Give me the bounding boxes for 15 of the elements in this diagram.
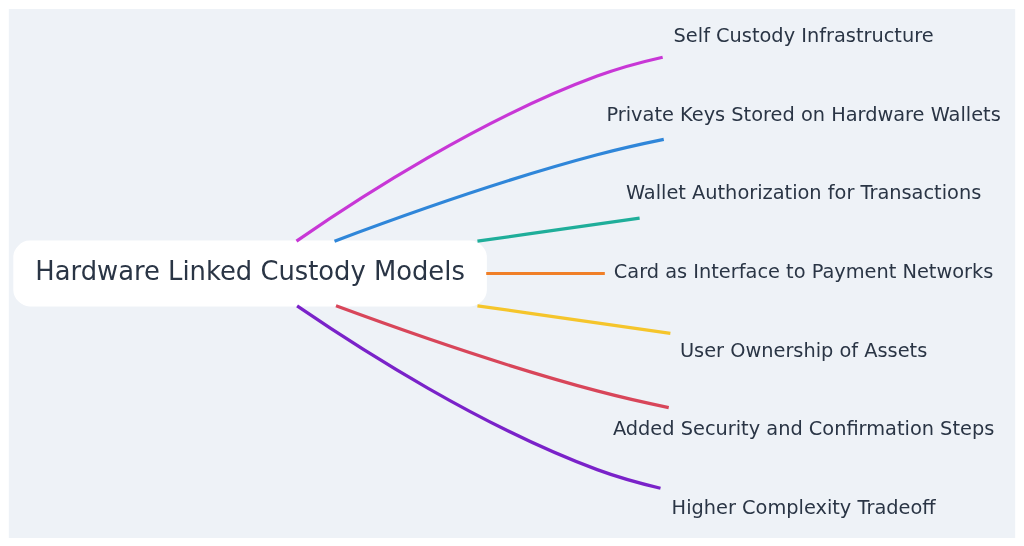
connector	[335, 303, 670, 409]
node-text: Self Custody Infrastructure	[673, 23, 934, 47]
node-text: Higher Complexity Tradeoff	[671, 495, 936, 519]
connector	[486, 271, 605, 275]
connector	[477, 303, 671, 335]
connector	[295, 55, 663, 242]
node-text: Added Security and Confirmation Steps	[612, 416, 995, 440]
node-text: User Ownership of Assets	[679, 338, 928, 362]
node-box: Hardware Linked Custody Models	[13, 240, 487, 306]
connector	[296, 304, 661, 490]
connector	[477, 215, 640, 243]
node-text: Wallet Authorization for Transactions	[625, 180, 982, 204]
node-text: Private Keys Stored on Hardware Wallets	[606, 102, 1001, 126]
node-text: Card as Interface to Payment Networks	[613, 259, 994, 283]
connector	[333, 137, 665, 243]
